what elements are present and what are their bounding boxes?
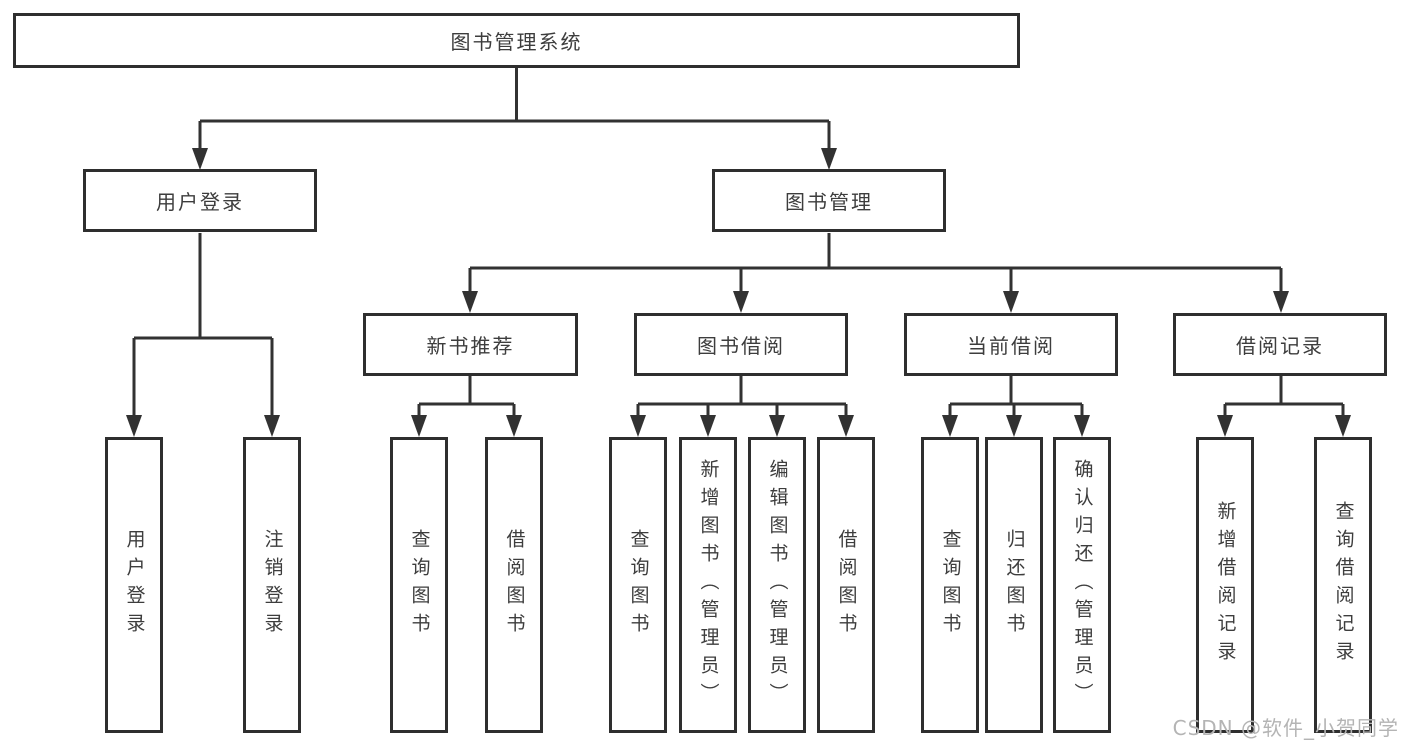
leaf-confirm-return-admin: 确认归还（管理员） [1053,437,1111,733]
leaf-query-books-current: 查询图书 [921,437,979,733]
leaf-add-borrow-record: 新增借阅记录 [1196,437,1254,733]
arrowhead [1006,415,1022,437]
leaf-edit-books-admin: 编辑图书（管理员） [748,437,806,733]
arrowhead [506,415,522,437]
leaf-add-books-admin: 新增图书（管理员） [679,437,737,733]
arrowhead [411,415,427,437]
connector-user-login-to-leaves [132,233,274,419]
connector-root-to-level2 [198,68,831,152]
arrowhead [192,148,208,170]
node-user-login: 用户登录 [83,169,317,232]
arrowhead [126,415,142,437]
node-new-book-recommend: 新书推荐 [363,313,578,376]
leaf-borrow-books-recommend: 借阅图书 [485,437,543,733]
leaf-query-books-recommend: 查询图书 [390,437,448,733]
node-book-management: 图书管理 [712,169,946,232]
arrowhead [1335,415,1351,437]
node-current-borrowing: 当前借阅 [904,313,1118,376]
csdn-watermark: CSDN @软件_小贺同学 [1172,716,1399,740]
arrowhead [1273,291,1289,313]
arrowhead [1217,415,1233,437]
leaf-query-books-borrowing: 查询图书 [609,437,667,733]
leaf-borrow-books-borrowing: 借阅图书 [817,437,875,733]
arrowhead [838,415,854,437]
connector-book-management-to-level3 [468,233,1283,295]
leaf-user-login: 用户登录 [105,437,163,733]
connector-book-borrowing-to-leaves [636,376,848,419]
node-book-borrowing: 图书借阅 [634,313,848,376]
leaf-query-borrow-record: 查询借阅记录 [1314,437,1372,733]
arrowhead [942,415,958,437]
arrowhead [769,415,785,437]
connector-current-borrowing-to-leaves [948,376,1084,419]
connector-borrowing-records-to-leaves [1223,376,1345,419]
arrowhead [264,415,280,437]
arrowhead [1074,415,1090,437]
leaf-return-books: 归还图书 [985,437,1043,733]
arrowhead [630,415,646,437]
node-root-library-management-system: 图书管理系统 [13,13,1020,68]
arrowhead [700,415,716,437]
connector-new-book-recommend-to-leaves [417,376,516,419]
arrowhead [733,291,749,313]
node-borrowing-records: 借阅记录 [1173,313,1387,376]
arrowhead [821,148,837,170]
arrowhead [462,291,478,313]
arrowhead [1003,291,1019,313]
leaf-logout: 注销登录 [243,437,301,733]
